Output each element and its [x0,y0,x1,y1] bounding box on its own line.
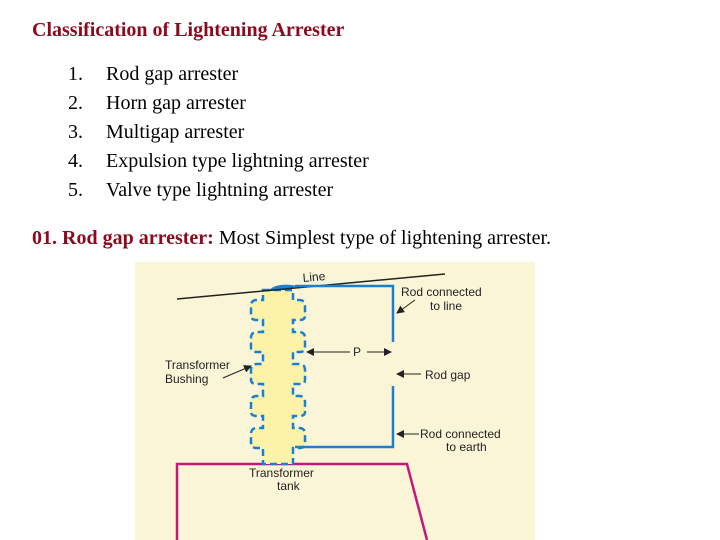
tank-label-2: tank [277,479,301,493]
rod-line-arrow [396,299,416,314]
section-heading: 01. Rod gap arrester: Most Simplest type… [32,227,551,250]
list-text: Multigap arrester [106,121,245,143]
section-text: Most Simplest type of lightening arreste… [213,227,552,249]
rod-to-line [295,284,395,342]
list-text: Horn gap arrester [106,92,246,114]
tank-label-1: Transformer [249,466,314,480]
list-number: 1. [68,63,83,85]
rod-earth-label-2: to earth [446,440,487,454]
rod-gap-arrester-diagram: P Line Rod connected to line Transformer… [135,262,535,540]
list-number: 3. [68,121,83,143]
list-item: 1. Rod gap arrester [68,62,369,91]
list-number: 2. [68,92,83,114]
rod-line-label-2: to line [430,299,462,313]
list-number: 4. [68,150,83,172]
list-item: 2. Horn gap arrester [68,91,369,120]
bushing-label-1: Transformer [165,358,230,372]
list-item: 3. Multigap arrester [68,120,369,149]
bushing-label-2: Bushing [165,372,208,386]
list-number: 5. [68,179,83,201]
rod-earth-label-1: Rod connected [420,427,501,441]
slide-title: Classification of Lightening Arrester [32,19,345,41]
section-lead: 01. Rod gap arrester: [32,227,214,249]
list-text: Valve type lightning arrester [106,179,334,201]
rod-line-label-1: Rod connected [401,285,482,299]
diagram-svg: P Line Rod connected to line Transformer… [135,262,535,540]
list-item: 5. Valve type lightning arrester [68,178,369,207]
list-text: Expulsion type lightning arrester [106,150,369,172]
rod-gap-label: Rod gap [425,368,471,382]
transformer-bushing [249,288,307,466]
list-item: 4. Expulsion type lightning arrester [68,149,369,178]
p-label: P [353,345,361,359]
list-text: Rod gap arrester [106,63,239,85]
rod-to-earth [295,386,395,449]
bushing-arrow [222,365,252,379]
arrester-types-list: 1. Rod gap arrester 2. Horn gap arrester 3… [68,62,369,207]
diagram-background [135,262,535,540]
line-label: Line [302,269,326,285]
